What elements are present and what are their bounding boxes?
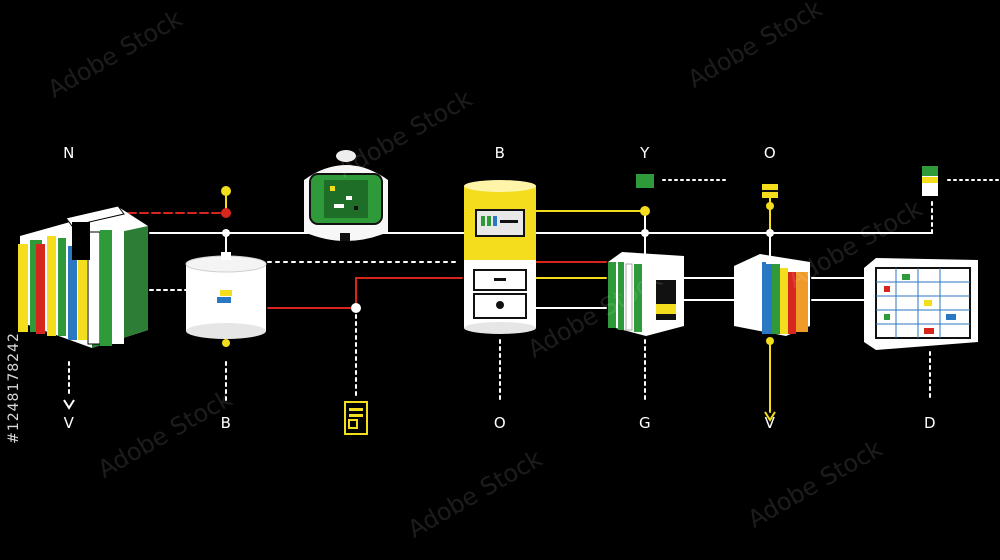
arrow-down-v1 <box>63 399 75 410</box>
yellow-chip-indicator <box>762 184 778 198</box>
binder-stack-icon <box>734 254 810 336</box>
dot-yellow-o <box>766 202 774 210</box>
books-stack-icon <box>18 205 148 348</box>
label-top-o: O <box>763 144 777 162</box>
robot-dome-icon <box>304 150 388 241</box>
junction-dots <box>221 186 774 347</box>
stock-id-label: #1248178242 <box>5 332 22 444</box>
arrow-down-v2 <box>764 411 776 422</box>
red-link-mid <box>267 277 463 309</box>
label-top-n: N <box>63 144 75 162</box>
dot-yellow-b <box>221 186 231 196</box>
dot-yellow-v <box>766 337 774 345</box>
dot-white-y <box>641 229 649 237</box>
connector-lines <box>68 179 999 413</box>
green-square-indicator <box>636 174 654 188</box>
dot-white-b <box>222 229 230 237</box>
label-top-y: Y <box>640 144 650 162</box>
dot-yellow-b-low <box>222 339 230 347</box>
label-bottom-v1: V <box>63 414 75 432</box>
document-icon <box>344 401 368 435</box>
dot-red-b <box>221 208 231 218</box>
book-block-icon <box>608 252 684 336</box>
server-tower-icon <box>464 180 536 334</box>
dot-white-mid <box>351 303 361 313</box>
label-bottom-b: B <box>220 414 232 432</box>
label-top-b: B <box>494 144 506 162</box>
monitor-dashboard-icon <box>864 258 978 350</box>
stack-indicator <box>922 166 938 196</box>
dot-yellow-y <box>640 206 650 216</box>
label-bottom-d: D <box>923 414 937 432</box>
cylinder-tank-icon <box>185 252 267 339</box>
label-bottom-g: G <box>638 414 652 432</box>
dot-white-o <box>766 229 774 237</box>
label-bottom-o: O <box>493 414 507 432</box>
label-bottom-v2: V <box>764 414 776 432</box>
